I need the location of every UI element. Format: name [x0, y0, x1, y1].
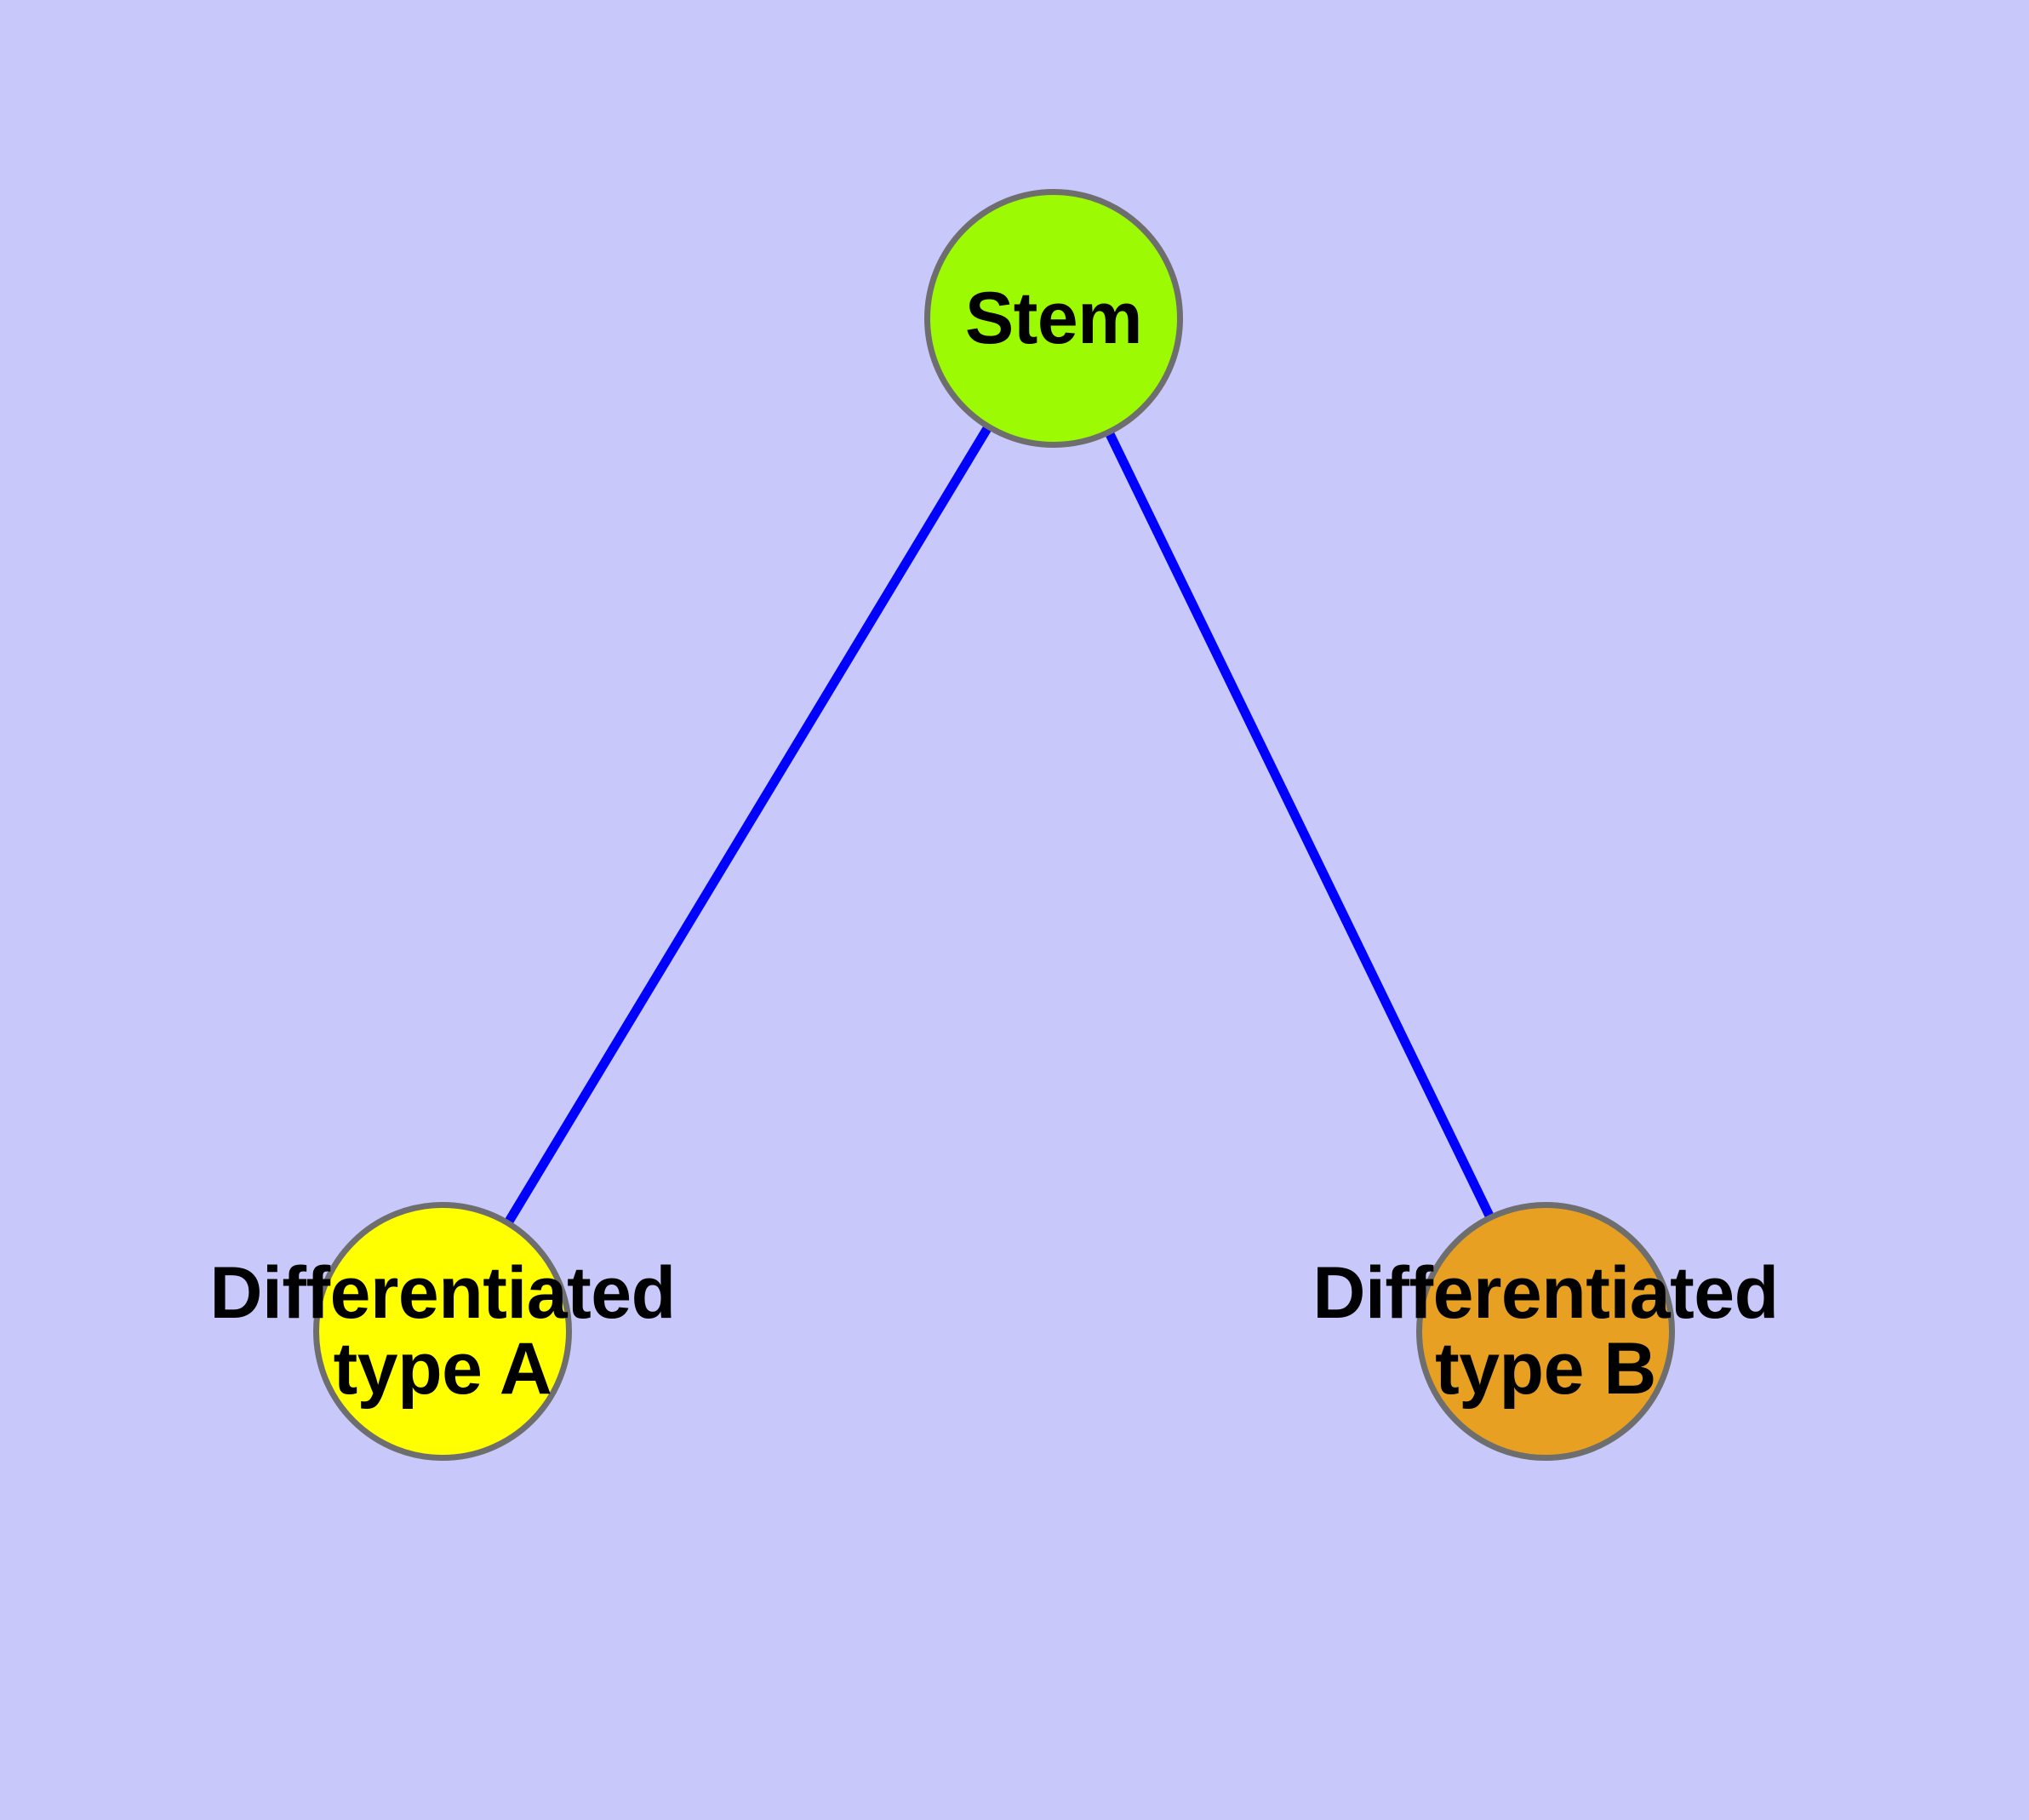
node-stem[interactable] [924, 189, 1183, 448]
node-differentiated-type-a[interactable] [313, 1202, 572, 1461]
edge-stem-to-differentiated-type-b [1049, 316, 1550, 1334]
edge-stem-to-differentiated-type-a [438, 316, 1058, 1334]
node-differentiated-type-b[interactable] [1416, 1202, 1675, 1461]
